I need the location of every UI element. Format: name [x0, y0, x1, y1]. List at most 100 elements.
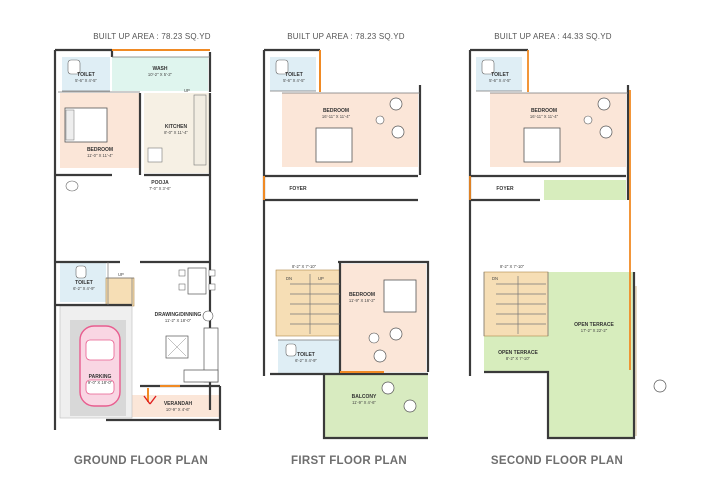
ground-room-dim: 7'-0" X 3'-6": [149, 186, 171, 191]
first-side-table-icon: [368, 332, 380, 344]
ground-stairs: [105, 277, 135, 307]
ground-stair-label: UP: [118, 272, 124, 277]
second-room-name: BEDROOM: [531, 108, 557, 114]
first-floor-title: FIRST FLOOR PLAN: [291, 455, 407, 467]
ground-fridge-icon: [147, 147, 163, 163]
ground-room-dim: 11'-0" X 11'-4": [87, 153, 113, 158]
first-stair-label: UP: [318, 276, 324, 281]
second-green-strip: [544, 180, 626, 200]
ground-room-name: KITCHEN: [165, 124, 188, 130]
first-chair-icon: [389, 97, 403, 111]
second-inner-walls: [476, 90, 628, 336]
second-room-name: FOYER: [496, 186, 514, 192]
first-room-dim: 11'-9" X 16'-2": [349, 298, 376, 303]
second-door-accents: [469, 50, 631, 370]
second-room-dim: 8'-2" X 7'-10": [506, 356, 531, 361]
second-room-dim: 17'-2" X 22'-2": [581, 328, 608, 333]
ground-washbasin-icon: [65, 180, 79, 192]
first-bed-icon: [315, 127, 353, 163]
ground-inner-walls: [58, 56, 210, 305]
second-side-table-icon: [583, 115, 593, 125]
ground-room-dim: 5'-6" X 4'-5": [75, 78, 97, 83]
ground-room-name: TOILET: [77, 72, 95, 78]
ground-chair-icon: [178, 283, 186, 291]
first-built-up-area: BUILT UP AREA : 78.23 SQ.YD: [287, 32, 404, 41]
first-stairs: [275, 269, 341, 337]
ground-room-dim: 11'-2" X 18'-0": [165, 318, 192, 323]
second-stair-dim: 8'-2" X 7'-10": [500, 264, 525, 269]
second-built-up-area: BUILT UP AREA : 44.33 SQ.YD: [494, 32, 611, 41]
first-room-name: BEDROOM: [323, 108, 349, 114]
first-room-name: TOILET: [285, 72, 303, 78]
ground-room-name: WASH: [153, 66, 168, 72]
first-chair-icon: [389, 327, 403, 341]
ground-room-dim: 9'-0" X 18'-0": [88, 380, 113, 385]
entry-arrow-icon: [143, 395, 157, 405]
ground-room-name: VERANDAH: [164, 401, 193, 407]
ground-kitchen-counter: [193, 94, 207, 166]
second-stair-steps: [496, 276, 546, 334]
first-wc-icon: [275, 59, 289, 75]
first-stair-dim: 8'-2" X 7'-10": [292, 264, 317, 269]
second-room-name: OPEN TERRACE: [574, 322, 614, 328]
second-room-dim: 16'-11" X 11'-4": [530, 114, 559, 119]
car-icon: [79, 325, 121, 407]
first-room-name: BEDROOM: [349, 292, 375, 298]
ground-chair-icon: [208, 269, 216, 277]
ground-room-dim: 8'-0" X 11'-4": [164, 130, 188, 135]
ground-room-name: POOJA: [151, 180, 169, 186]
first-side-table-icon: [375, 115, 385, 125]
ground-room-name: PARKING: [89, 374, 112, 380]
first-stair-steps: [290, 274, 340, 334]
second-chair-icon: [597, 97, 611, 111]
ground-chair-icon: [208, 283, 216, 291]
first-chair-icon: [391, 125, 405, 139]
first-room-name: BALCONY: [352, 394, 377, 400]
ground-chair-icon: [178, 269, 186, 277]
first-stair-label: DN: [286, 276, 292, 281]
ground-door-accents: [112, 49, 210, 402]
first-room-dim: 11'-9" X 4'-6": [352, 400, 376, 405]
second-walls: [468, 48, 636, 440]
first-inner-walls: [270, 90, 420, 341]
ground-verandah-room: [108, 395, 220, 417]
ground-built-up-area: BUILT UP AREA : 78.23 SQ.YD: [93, 32, 210, 41]
ground-pillow-icon: [65, 109, 75, 141]
second-room-dim: 5'-6" X 4'-5": [489, 78, 511, 83]
ground-wash-room: [112, 57, 208, 91]
first-floor-plan: BUILT UP AREA : 78.23 SQ.YD TOILET 5'-6"…: [262, 32, 430, 467]
ground-floor-title: GROUND FLOOR PLAN: [74, 455, 208, 467]
ground-room-dim: 6'-2" X 4'-9": [73, 286, 95, 291]
first-bed2-icon: [383, 279, 417, 313]
ground-floor-plan: BUILT UP AREA : 78.23 SQ.YD: [53, 32, 222, 467]
first-wc2-icon: [285, 343, 297, 357]
ground-wc-icon: [67, 59, 81, 75]
first-room-name: FOYER: [289, 186, 307, 192]
second-bed-icon: [523, 127, 561, 163]
first-chair-icon: [373, 349, 387, 363]
first-balcony-chair-icon: [381, 381, 395, 395]
second-room-name: TOILET: [491, 72, 509, 78]
second-open-terrace-room: [548, 272, 634, 438]
second-floor-plan: BUILT UP AREA : 44.33 SQ.YD TOILET 5'-6"…: [468, 32, 667, 467]
ground-room-name: DRAWING/DINNING: [155, 312, 202, 318]
ground-walls: [53, 48, 222, 430]
first-walls: [262, 48, 430, 440]
ground-dining-table-icon: [187, 267, 207, 295]
second-open-terrace2-room: [484, 336, 548, 372]
first-room-dim: 16'-11" X 11'-4": [322, 114, 351, 119]
second-stair-label: DN: [492, 276, 498, 281]
second-chair-icon: [599, 125, 613, 139]
ground-plant-icon: [202, 310, 214, 322]
second-room-name: OPEN TERRACE: [498, 350, 538, 356]
ground-room-dim: 10'-9" X 4'-6": [166, 407, 191, 412]
ground-room-name: TOILET: [75, 280, 93, 286]
second-terrace-chair-icon: [653, 379, 667, 393]
ground-table-cross: [167, 337, 187, 357]
first-door-accents: [263, 50, 384, 373]
ground-sofa2-icon: [183, 369, 219, 383]
ground-stair-label: UP: [184, 88, 190, 93]
first-room-dim: 6'-2" X 4'-9": [295, 358, 317, 363]
ground-room-dim: 10'-2" X 5'-2": [148, 72, 173, 77]
